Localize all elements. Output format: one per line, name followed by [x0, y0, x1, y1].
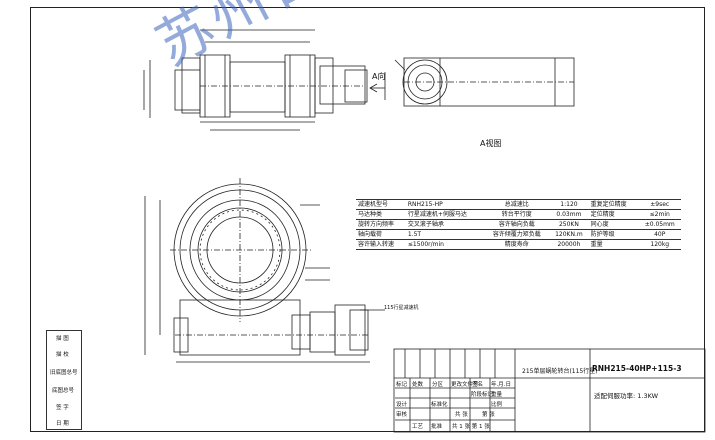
spec-cell: 容许轴向负载	[484, 219, 550, 230]
spec-cell: 120KN.m	[549, 229, 589, 240]
spec-cell: 总减速比	[484, 199, 550, 210]
a-view	[394, 57, 575, 107]
spec-cell: 减速机型号	[356, 199, 406, 210]
spec-cell: 精度寿命	[484, 239, 550, 250]
spec-cell: 容许输入转速	[356, 239, 406, 250]
spec-cell: 40P	[638, 229, 681, 240]
spec-cell: ±9sec	[638, 199, 681, 210]
spec-cell: ±0.05mm	[638, 219, 681, 230]
tb-cell-12: 审核	[396, 412, 408, 418]
a-view-label: A视图	[480, 139, 502, 148]
sheet-count: 共 1 张 第 1 张	[452, 424, 490, 430]
spec-cell: RNH215-HP	[405, 199, 485, 210]
side-label-column: 描 图 描 校 旧底图总号 底图总号 签 字 日 期	[46, 330, 82, 430]
tb-cell-4: 更改文件号	[451, 382, 479, 388]
spec-cell: ≤2min	[638, 209, 681, 220]
spec-cell: 1.5T	[405, 229, 485, 240]
model-code: RNH215-40HP+115-3	[592, 364, 682, 373]
table-title: 215单层蜗轮转台(115行星)	[522, 368, 598, 375]
tb-cell-6: 年.月.日	[491, 382, 511, 388]
tb-cell-1: 标记	[396, 382, 408, 388]
tb-cell-14: 批准	[431, 424, 443, 430]
tb-cell-15: 共 张	[455, 412, 468, 418]
spec-cell: 重复定位精度	[588, 199, 639, 210]
spec-cell: ≤1500r/min	[405, 239, 485, 250]
spec-cell: 行星减速机+伺服马达	[405, 209, 485, 220]
spec-cell: 20000h	[549, 239, 589, 250]
spec-table: 减速机型号 RNH215-HP 总减速比 1:120 重复定位精度 ±9sec …	[356, 199, 681, 250]
side-label-6: 日 期	[56, 421, 69, 427]
tb-cell-10: 重量	[491, 392, 503, 398]
spec-cell: 定位精度	[588, 209, 639, 220]
suitable-motor: 适配伺服功率: 1.3KW	[594, 392, 659, 400]
tb-cell-11: 比例	[491, 402, 503, 408]
spec-cell: 同心度	[588, 219, 639, 230]
spec-cell: 容许倾覆力矩负载	[484, 229, 550, 240]
tb-cell-5: 签名	[472, 382, 484, 388]
side-label-5: 签 字	[56, 405, 69, 411]
spec-cell: 轴向载荷	[356, 229, 406, 240]
spec-cell: 防护等级	[588, 229, 639, 240]
spec-cell: 转台平行度	[484, 209, 550, 220]
tb-cell-13: 工艺	[412, 424, 424, 430]
drawing-frame	[30, 7, 705, 432]
spec-row: 马达种类 行星减速机+伺服马达 转台平行度 0.03mm 定位精度 ≤2min	[356, 209, 681, 220]
spec-cell: 1:120	[549, 199, 589, 210]
side-label-3: 旧底图总号	[50, 370, 78, 376]
tb-cell-2: 处数	[412, 382, 424, 388]
reducer-note: 115行星减速机	[384, 305, 419, 311]
spec-cell: 马达种类	[356, 209, 406, 220]
top-front-view	[143, 29, 368, 131]
spec-cell: 交叉滚子轴承	[405, 219, 485, 230]
side-label-2: 描 校	[56, 352, 69, 358]
spec-cell: 旋转方向频率	[356, 219, 406, 230]
title-block-lines	[393, 348, 706, 433]
main-plan-view	[144, 178, 385, 363]
tb-cell-3: 分区	[432, 382, 444, 388]
spec-row: 容许输入转速 ≤1500r/min 精度寿命 20000h 重量 120kg	[356, 239, 681, 250]
spec-cell: 0.03mm	[549, 209, 589, 220]
spec-row: 轴向载荷 1.5T 容许倾覆力矩负载 120KN.m 防护等级 40P	[356, 229, 681, 240]
spec-cell: 250KN	[549, 219, 589, 230]
spec-row: 旋转方向频率 交叉滚子轴承 容许轴向负载 250KN 同心度 ±0.05mm	[356, 219, 681, 230]
a-direction-arrow	[369, 72, 386, 100]
side-label-1: 描 图	[56, 336, 69, 342]
spec-row: 减速机型号 RNH215-HP 总减速比 1:120 重复定位精度 ±9sec	[356, 199, 681, 210]
tb-cell-8: 标准化	[431, 402, 448, 408]
spec-cell: 重量	[588, 239, 639, 250]
spec-cell: 120kg	[638, 239, 681, 250]
side-label-4: 底图总号	[52, 388, 75, 394]
tb-cell-7: 设计	[396, 402, 408, 408]
a-arrow-label: A向	[372, 72, 386, 81]
tb-cell-9: 阶段标记	[471, 392, 494, 398]
tb-cell-16: 第 张	[482, 412, 495, 418]
